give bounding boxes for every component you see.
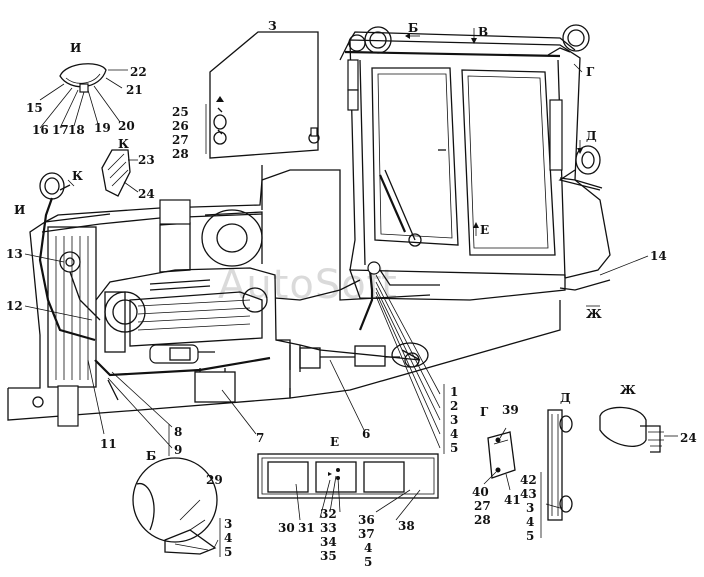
label-22: 22 (130, 65, 147, 79)
detail-view-k (101, 149, 139, 197)
label-arrow-i: И (14, 203, 25, 217)
label-11: 11 (100, 437, 117, 451)
label-arrow-v: В (478, 25, 488, 39)
label-29: 29 (206, 473, 223, 487)
label-g28: 28 (474, 513, 491, 527)
label-arrow-g: Г (586, 65, 595, 79)
label-41: 41 (504, 493, 521, 507)
label-25: 25 (172, 105, 189, 119)
label-e4: 4 (364, 541, 372, 555)
detail-view-d (545, 409, 573, 521)
label-34: 34 (320, 535, 337, 549)
label-43: 43 (520, 487, 537, 501)
label-39: 39 (502, 403, 519, 417)
label-15: 15 (26, 101, 43, 115)
label-13: 13 (6, 247, 23, 261)
label-view-z: З (268, 19, 277, 33)
label-12: 12 (6, 299, 23, 313)
label-s1-2: 2 (450, 399, 458, 413)
roof-headlights (348, 24, 590, 56)
label-s1-1: 1 (450, 385, 458, 399)
side-lamp-d (558, 145, 601, 191)
label-zh24: 24 (680, 431, 697, 445)
label-b3: 3 (224, 517, 232, 531)
label-6: 6 (362, 427, 370, 441)
label-19: 19 (94, 121, 111, 135)
label-view-e: Е (330, 435, 339, 449)
detail-view-g (483, 427, 516, 491)
label-d3: 3 (526, 501, 534, 515)
detail-view-zh (599, 406, 678, 453)
view-arrows (67, 28, 600, 307)
label-31: 31 (298, 521, 315, 535)
label-e5: 5 (364, 555, 372, 569)
label-27: 27 (172, 133, 189, 147)
tractor-cab (339, 31, 611, 301)
tractor-frame (7, 165, 561, 427)
label-b5: 5 (224, 545, 232, 559)
label-38: 38 (398, 519, 415, 533)
label-arrow-b: Б (408, 21, 418, 35)
label-42: 42 (520, 473, 537, 487)
label-b4: 4 (224, 531, 232, 545)
label-37: 37 (358, 527, 375, 541)
label-g27: 27 (474, 499, 491, 513)
label-30: 30 (278, 521, 295, 535)
label-16: 16 (32, 123, 49, 137)
label-view-i: И (70, 41, 81, 55)
label-view-k: К (118, 137, 129, 151)
label-s1-5: 5 (450, 441, 458, 455)
label-24: 24 (138, 187, 155, 201)
label-view-b: Б (146, 449, 156, 463)
label-32: 32 (320, 507, 337, 521)
label-18: 18 (68, 123, 85, 137)
label-d4: 4 (526, 515, 534, 529)
callout-labels: И 22 21 15 16 17 18 19 20 К 23 24 К И З … (6, 19, 697, 569)
label-21: 21 (126, 83, 143, 97)
label-40: 40 (472, 485, 489, 499)
label-7: 7 (256, 431, 264, 445)
label-28: 28 (172, 147, 189, 161)
label-36: 36 (358, 513, 375, 527)
label-14: 14 (650, 249, 667, 263)
label-d5: 5 (526, 529, 534, 543)
label-23: 23 (138, 153, 155, 167)
detail-view-z (209, 31, 320, 159)
wiring-harness (38, 177, 611, 401)
leader-lines (24, 104, 649, 557)
label-17: 17 (52, 123, 69, 137)
label-view-zh: Ж (620, 383, 636, 397)
label-26: 26 (172, 119, 189, 133)
label-arrow-e: Е (480, 223, 489, 237)
label-view-g: Г (480, 405, 489, 419)
label-s1-4: 4 (450, 427, 458, 441)
label-view-d: Д (560, 391, 571, 405)
label-arrow-d: Д (586, 129, 597, 143)
label-arrow-zh: Ж (586, 307, 602, 321)
label-8: 8 (174, 425, 182, 439)
label-9: 9 (174, 443, 182, 457)
label-20: 20 (118, 119, 135, 133)
label-s1-3: 3 (450, 413, 458, 427)
detail-view-b (132, 457, 219, 555)
label-35: 35 (320, 549, 337, 563)
label-arrow-k: К (72, 169, 83, 183)
detail-view-e (257, 453, 439, 521)
label-33: 33 (320, 521, 337, 535)
detail-view-i (39, 63, 128, 129)
